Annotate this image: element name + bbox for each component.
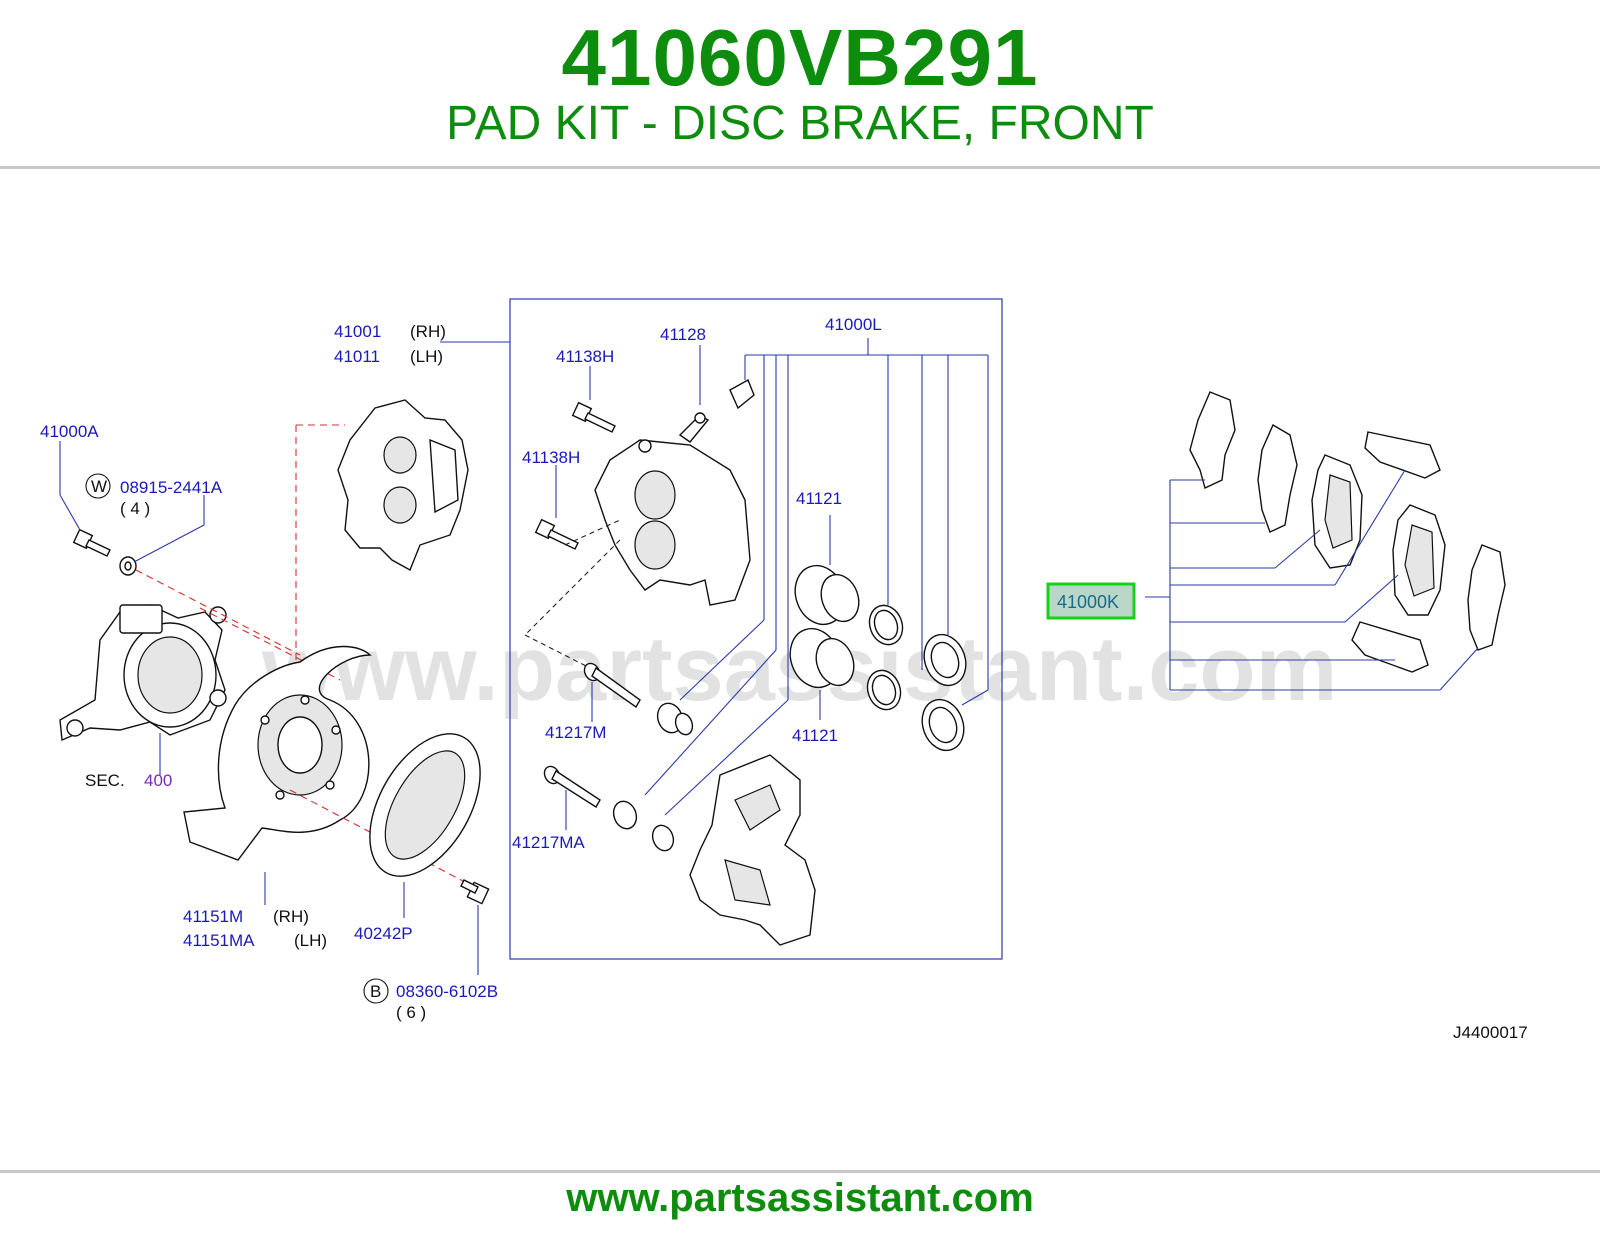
dash-knuckle-caliper <box>199 607 341 681</box>
callout-41217ma: 41217MA <box>512 833 585 852</box>
leader-41000k-5b <box>1344 574 1399 623</box>
caliper-bracket-part <box>689 754 816 946</box>
sec-label: SEC. <box>85 771 125 790</box>
dash-washer-knuckle <box>135 569 301 656</box>
part-number-title: 41060VB291 <box>561 13 1039 102</box>
callout-41138h-lower: 41138H <box>522 448 580 467</box>
bolt-41138h-lower-part <box>534 518 579 550</box>
callout-41011: 41011 <box>334 347 380 366</box>
leader-41000l-a2 <box>679 619 765 701</box>
pin-41217ma-part <box>543 765 601 808</box>
leader-41000k-7b <box>1439 647 1479 691</box>
bleeder-cap-part <box>729 379 755 410</box>
diagram-ref-code: J4400017 <box>1453 1023 1528 1042</box>
bolt-41138h-upper-part <box>571 401 616 433</box>
pin-boot-lower-part <box>612 800 675 852</box>
callout-41138h-upper: 41138H <box>556 347 614 366</box>
bolt-08360-part <box>460 879 490 905</box>
callout-41151m-side: (RH) <box>273 907 309 926</box>
caliper-41001-part <box>337 399 469 571</box>
dust-shield-part <box>183 645 372 861</box>
leader-41000a-d <box>59 494 81 531</box>
w-symbol-circle <box>85 473 111 499</box>
callout-41121-lower: 41121 <box>792 726 838 745</box>
dust-boot-lower-part <box>921 698 965 752</box>
callout-41151ma-side: (LH) <box>294 931 327 950</box>
pad-inner-part <box>1311 454 1363 569</box>
caliper-group-box <box>509 298 1003 960</box>
pad-outer-part <box>1392 504 1446 616</box>
bolt-41000a-part <box>72 528 111 557</box>
dust-boot-upper-part <box>923 633 967 687</box>
piston-upper-part <box>794 564 860 626</box>
washer-part <box>119 556 137 576</box>
callout-08360-qty: ( 6 ) <box>396 1003 426 1022</box>
baffle-40242p-part <box>369 733 481 877</box>
leader-41000l-b2 <box>644 649 777 796</box>
callout-41000l: 41000L <box>825 315 882 334</box>
shim-1-part <box>1189 391 1236 489</box>
callout-08915: 08915-2441A <box>120 478 223 497</box>
leader-41000k-4b <box>1334 469 1406 586</box>
callout-41121-upper: 41121 <box>796 489 842 508</box>
leader-41000l-g2 <box>961 689 989 706</box>
w-symbol: W <box>91 477 107 496</box>
pin-boot-upper-part <box>656 702 694 736</box>
leader-41000k-3b <box>1274 529 1321 569</box>
leader-41000l-c2 <box>664 699 789 816</box>
sec-number[interactable]: 400 <box>144 771 172 790</box>
callout-41151m: 41151M <box>183 907 243 926</box>
highlight-box-41000k[interactable] <box>1046 582 1136 620</box>
callout-41217m: 41217M <box>545 723 606 742</box>
b-symbol: B <box>370 982 381 1001</box>
callout-41128: 41128 <box>660 325 706 344</box>
callout-41151ma: 41151MA <box>183 931 255 950</box>
pin-41217m-part <box>583 662 641 709</box>
top-divider <box>0 166 1600 169</box>
dash-bolt-caliper <box>564 519 621 546</box>
shim-2-part <box>1257 423 1298 533</box>
piston-seal-lower-part <box>866 669 902 711</box>
callout-40242p: 40242P <box>354 924 413 943</box>
callout-41000a: 41000A <box>40 422 99 441</box>
piston-lower-part <box>789 627 855 689</box>
caliper-body-part <box>594 439 751 606</box>
b-symbol-circle <box>363 978 389 1004</box>
callout-08360: 08360-6102B <box>396 982 498 1001</box>
clip-upper-part <box>1364 431 1441 479</box>
shim-3-part <box>1467 544 1506 651</box>
callout-41000k[interactable]: 41000K <box>1057 592 1119 612</box>
bottom-divider <box>0 1170 1600 1173</box>
dash-caliper-pin <box>524 539 621 636</box>
part-description: PAD KIT - DISC BRAKE, FRONT <box>446 97 1154 150</box>
steering-knuckle-part <box>59 604 227 742</box>
callout-41001: 41001 <box>334 322 381 341</box>
bleeder-41128-part <box>678 412 710 443</box>
dash-pin-sleeve <box>524 634 591 669</box>
callout-08915-qty: ( 4 ) <box>120 499 150 518</box>
clip-lower-part <box>1351 621 1429 673</box>
leader-08915-d <box>133 524 205 563</box>
callout-41001-side: (RH) <box>410 322 446 341</box>
callout-41011-side: (LH) <box>410 347 443 366</box>
footer-url[interactable]: www.partsassistant.com <box>566 1176 1034 1220</box>
piston-seal-upper-part <box>868 604 904 646</box>
